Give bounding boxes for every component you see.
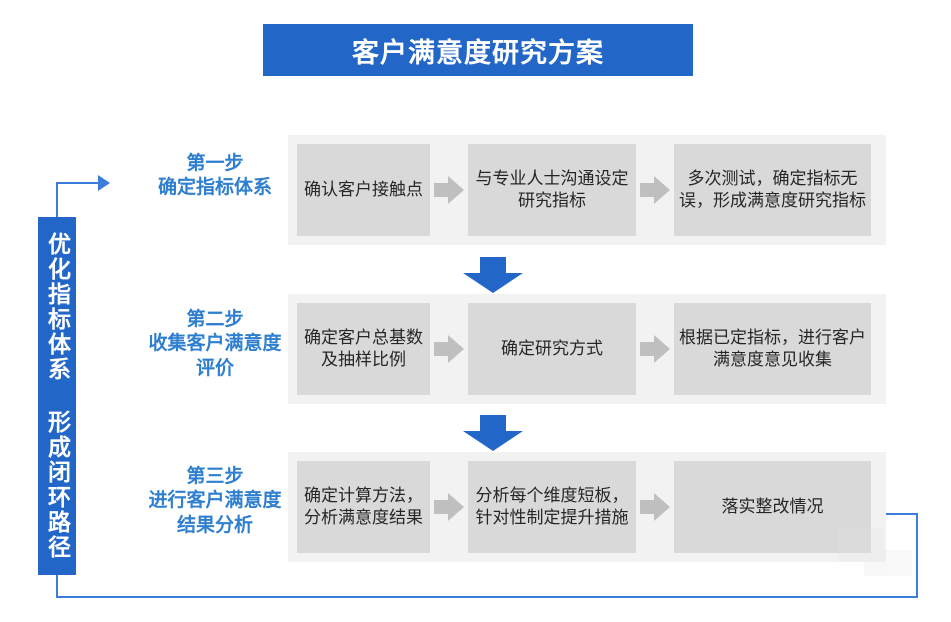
step-3-number: 第三步: [186, 466, 244, 487]
step-1-box-2[interactable]: 与专业人士沟通设定研究指标: [468, 144, 636, 236]
step-1-box-1[interactable]: 确认客户接触点: [297, 144, 430, 236]
step-label-2: 第二步 收集客户满意度评价: [140, 308, 290, 381]
arrow-right-icon: [430, 490, 468, 524]
step-3-name: 进行客户满意度结果分析: [148, 490, 282, 536]
loop-arrow-icon: [98, 175, 110, 191]
arrow-right-icon: [636, 332, 674, 366]
loop-line-right-vertical: [916, 513, 918, 598]
loop-line-top-horizontal: [56, 182, 105, 184]
step-2-name: 收集客户满意度评价: [148, 333, 282, 379]
step-3-row: 确定计算方法，分析满意度结果 分析每个维度短板，针对性制定提升措施 落实整改情况: [288, 452, 886, 562]
arrow-down-icon: [463, 257, 523, 293]
step-1-number: 第一步: [186, 153, 244, 174]
title-banner: 客户满意度研究方案: [263, 24, 693, 76]
step-2-box-1[interactable]: 确定客户总基数及抽样比例: [297, 303, 430, 395]
page-title: 客户满意度研究方案: [352, 37, 604, 68]
arrow-right-icon: [636, 173, 674, 207]
loop-line-top-vertical: [56, 182, 58, 219]
step-2-box-2[interactable]: 确定研究方式: [468, 303, 636, 395]
arrow-down-icon: [463, 415, 523, 451]
arrow-right-icon: [636, 490, 674, 524]
arrow-right-icon: [430, 173, 468, 207]
vertical-side-bar-label: 优化指标体系 形成闭环路径: [44, 232, 71, 560]
step-1-row: 确认客户接触点 与专业人士沟通设定研究指标 多次测试，确定指标无误，形成满意度研…: [288, 135, 886, 245]
loop-line-bottom-vertical: [56, 573, 58, 598]
step-1-box-3[interactable]: 多次测试，确定指标无误，形成满意度研究指标: [674, 144, 871, 236]
step-label-1: 第一步 确定指标体系: [140, 152, 290, 201]
step-3-box-3[interactable]: 落实整改情况: [674, 461, 871, 553]
vertical-side-bar: 优化指标体系 形成闭环路径: [38, 217, 76, 575]
step-3-box-2[interactable]: 分析每个维度短板，针对性制定提升措施: [468, 461, 636, 553]
step-2-number: 第二步: [186, 309, 244, 330]
step-3-box-1[interactable]: 确定计算方法，分析满意度结果: [297, 461, 430, 553]
step-2-row: 确定客户总基数及抽样比例 确定研究方式 根据已定指标，进行客户满意度意见收集: [288, 294, 886, 404]
step-2-box-3[interactable]: 根据已定指标，进行客户满意度意见收集: [674, 303, 871, 395]
loop-line-right-horizontal: [885, 513, 918, 515]
step-label-3: 第三步 进行客户满意度结果分析: [140, 465, 290, 538]
step-1-name: 确定指标体系: [157, 177, 272, 199]
arrow-right-icon: [430, 332, 468, 366]
loop-line-bottom-horizontal: [56, 596, 918, 598]
